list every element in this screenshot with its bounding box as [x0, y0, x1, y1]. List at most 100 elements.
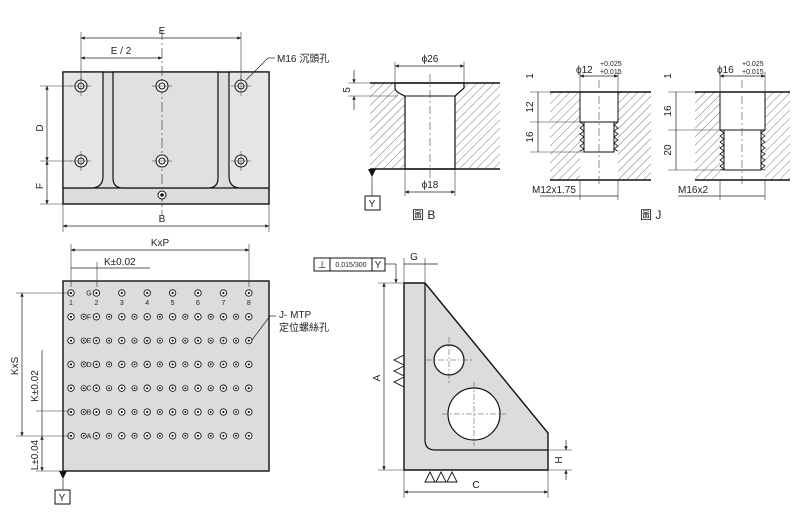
grid-hole-center	[95, 339, 98, 342]
grid-hole-center	[222, 339, 225, 342]
grid-holes	[67, 289, 253, 440]
fig-b-section: ϕ26 5 ϕ18 Y 圖 B	[342, 54, 500, 222]
grid-hole-intermediate-center	[108, 339, 111, 342]
fig-b-dim-dia18: ϕ18	[422, 180, 439, 191]
grid-column-label: 4	[145, 300, 149, 307]
grid-hole-intermediate-center	[133, 387, 136, 390]
countersink-hole-mid-left	[71, 151, 91, 171]
grid-hole-intermediate-center	[108, 434, 111, 437]
grid-hole-center	[171, 363, 174, 366]
fig-b-datum-box	[364, 195, 381, 211]
callout-mtp-line1: J- MTP	[279, 310, 312, 321]
grid-row-label: A	[87, 433, 92, 440]
grid-hole-center	[222, 315, 225, 318]
grid-hole-center	[196, 315, 200, 318]
grid-hole-intermediate-center	[235, 387, 238, 390]
grid-hole-intermediate-center	[209, 339, 212, 342]
grid-hole-center	[171, 410, 174, 414]
grid-hole-center	[146, 339, 149, 342]
grid-hole-center	[196, 387, 200, 390]
fig-j-right-dim-20: 20	[663, 144, 674, 156]
dim-F: F	[35, 183, 46, 189]
top-view-left-rib	[62, 71, 104, 189]
grid-hole-intermediate-center	[82, 434, 85, 437]
fig-j-caption: 圖 J	[640, 208, 661, 222]
grid-hole-intermediate-center	[184, 315, 187, 318]
grid-hole-center	[69, 291, 73, 295]
grid-hole-intermediate-center	[108, 315, 111, 318]
grid-hole-center	[146, 291, 149, 295]
countersink-hole-mid-right	[231, 151, 251, 171]
grid-hole-center	[222, 434, 225, 437]
grid-hole-center	[120, 291, 123, 295]
grid-hole-intermediate-center	[133, 315, 136, 318]
grid-hole-center	[146, 434, 149, 437]
fig-j-right-dim-top: 1	[663, 73, 674, 79]
grid-hole-center	[171, 315, 174, 318]
grid-hole-intermediate-center	[235, 411, 238, 413]
fig-b-dim-dia26: ϕ26	[422, 54, 439, 65]
grid-hole-center	[171, 339, 174, 342]
countersink-hole-bottom-center	[157, 190, 167, 200]
grid-hole-intermediate-center	[235, 339, 238, 342]
grid-hole-intermediate-center	[184, 339, 187, 342]
grid-hole-center	[196, 434, 200, 437]
grid-column-label: 7	[221, 300, 225, 307]
grid-hole-center	[171, 291, 174, 295]
dim-C: C	[472, 480, 479, 491]
grid-hole-center	[69, 410, 73, 414]
grid-hole-center	[69, 434, 73, 437]
grid-hole-intermediate-center	[158, 363, 161, 366]
grid-hole-center	[196, 339, 200, 342]
grid-hole-intermediate-center	[108, 387, 111, 390]
countersink-hole-top-right	[231, 76, 251, 96]
grid-hole-intermediate-center	[108, 363, 111, 366]
grid-hole-intermediate-center	[158, 339, 161, 342]
fig-b-hatch-left	[370, 83, 398, 169]
grid-row-label: E	[87, 338, 92, 345]
fig-j-left-dim-top: 1	[525, 73, 536, 79]
grid-hole-center	[247, 387, 250, 390]
grid-row-label: D	[86, 362, 91, 369]
tolerance-symbol: ⊥	[318, 260, 327, 271]
grid-hole-center	[95, 387, 98, 390]
grid-hole-center	[247, 434, 250, 437]
dim-B: B	[159, 214, 166, 225]
grid-hole-center	[120, 339, 123, 342]
grid-hole-intermediate-center	[108, 411, 111, 413]
grid-hole-intermediate-center	[158, 315, 161, 318]
grid-hole-center	[247, 410, 250, 414]
grid-row-label: B	[87, 410, 92, 417]
top-view-right-rib	[228, 71, 270, 189]
dim-E-half: E / 2	[111, 46, 132, 57]
grid-column-label: 8	[247, 300, 251, 307]
grid-hole-intermediate-center	[133, 339, 136, 342]
dim-E: E	[159, 26, 166, 37]
fig-j-right-thread	[719, 129, 766, 171]
angle-plate-body	[403, 282, 549, 471]
fig-j-right-dim-16: 16	[663, 105, 674, 117]
grid-plate	[62, 280, 270, 472]
grid-hole-center	[95, 315, 98, 318]
grid-hole-center	[146, 363, 149, 366]
fig-j-left-dim-12: 12	[525, 101, 536, 113]
grid-datum-box	[54, 489, 71, 505]
grid-hole-center	[69, 339, 73, 342]
grid-hole-intermediate-center	[235, 434, 238, 437]
grid-hole-center	[247, 363, 250, 366]
grid-hole-intermediate-center	[235, 315, 238, 318]
grid-column-label: 5	[171, 300, 175, 307]
fig-j-right-thread-label: M16x2	[678, 185, 708, 196]
grid-hole-intermediate-center	[209, 315, 212, 318]
grid-hole-center	[171, 387, 174, 390]
fig-j-left-thread-label: M12x1.75	[532, 185, 576, 196]
grid-hole-center	[146, 410, 149, 414]
dim-D: D	[35, 124, 46, 131]
top-view-center-block	[112, 71, 219, 189]
callout-mtp-line2: 定位螺絲孔	[279, 321, 329, 334]
fig-b-hatch-right	[461, 83, 500, 169]
grid-hole-center	[171, 434, 174, 437]
